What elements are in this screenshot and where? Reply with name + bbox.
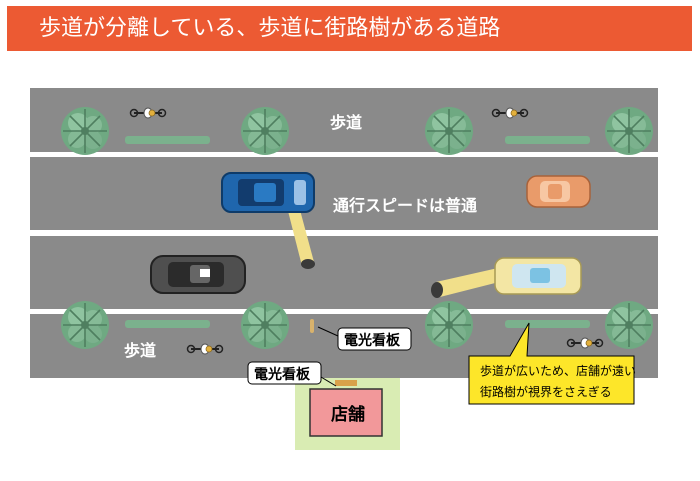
sign-icon — [335, 380, 357, 386]
lane-line — [30, 309, 658, 314]
shop-building — [309, 388, 383, 437]
tree-icon — [60, 300, 110, 350]
callout-line: 街路樹が視界をさえぎる — [480, 384, 612, 399]
sign-post — [310, 319, 314, 333]
car-icon — [494, 257, 582, 295]
lane-line — [30, 152, 658, 157]
bicycle-icon — [491, 107, 529, 119]
hedge — [505, 320, 590, 328]
sidewalk-label: 歩道 — [330, 113, 362, 132]
tree-icon — [60, 106, 110, 156]
svg-text:電光看板: 電光看板 — [344, 332, 401, 349]
tree-icon — [240, 106, 290, 156]
svg-text:電光看板: 電光看板 — [254, 366, 311, 383]
pedestrian-head — [431, 282, 443, 298]
sidewalk-label: 歩道 — [124, 341, 156, 360]
hedge — [125, 136, 210, 144]
tree-icon — [424, 106, 474, 156]
title-bar: 歩道が分離している、歩道に街路樹がある道路 — [7, 6, 692, 51]
bicycle-icon — [566, 337, 604, 349]
tree-icon — [424, 300, 474, 350]
car-icon — [221, 172, 315, 213]
speed-label: 通行スピードは普通 — [333, 196, 477, 215]
sign-label: 電光看板 — [247, 361, 337, 387]
bicycle-icon — [129, 107, 167, 119]
sign-label: 電光看板 — [317, 326, 412, 351]
tree-icon — [604, 300, 654, 350]
headlight-beam — [436, 268, 503, 297]
page-title: 歩道が分離している、歩道に街路樹がある道路 — [39, 16, 501, 41]
shop-label: 店舗 — [331, 404, 365, 425]
tree-icon — [240, 300, 290, 350]
bicycle-icon — [186, 343, 224, 355]
callout: 歩道が広いため、店舗が遠い 街路樹が視界をさえぎる — [468, 322, 636, 405]
headlight-beam — [288, 210, 314, 266]
lane-line — [30, 230, 658, 236]
pedestrian-head — [301, 259, 315, 269]
hedge — [125, 320, 210, 328]
car-icon — [526, 175, 591, 208]
tree-icon — [604, 106, 654, 156]
car-icon — [150, 255, 246, 294]
hedge — [505, 136, 590, 144]
callout-line: 歩道が広いため、店舗が遠い — [480, 363, 636, 378]
